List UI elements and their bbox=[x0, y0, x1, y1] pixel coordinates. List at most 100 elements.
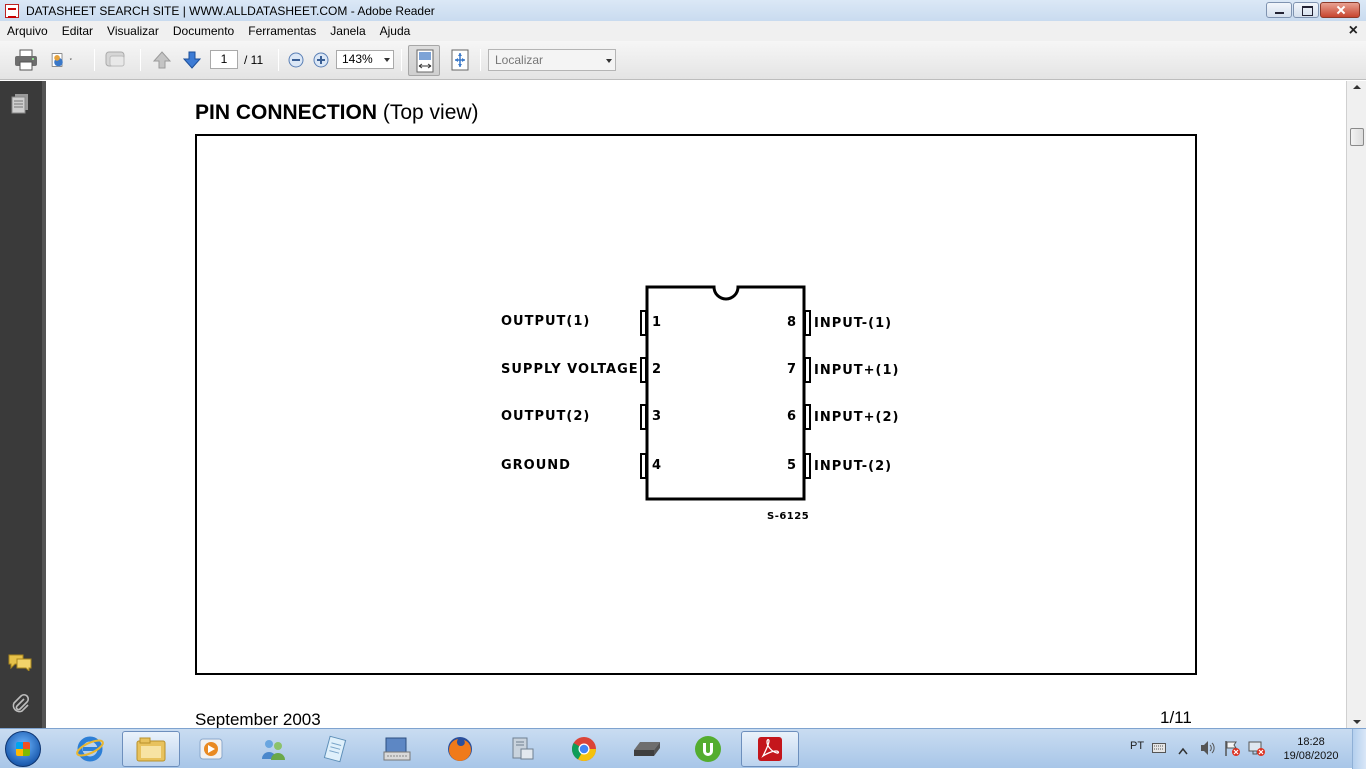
zoom-out-icon[interactable] bbox=[284, 48, 308, 72]
menu-janela[interactable]: Janela bbox=[330, 24, 366, 38]
show-hidden-icons-icon[interactable] bbox=[1178, 744, 1188, 758]
find-input[interactable]: Localizar bbox=[488, 49, 616, 71]
pages-icon[interactable] bbox=[10, 93, 30, 118]
scroll-thumb[interactable] bbox=[1350, 128, 1364, 146]
internet-explorer-taskbar-button[interactable] bbox=[61, 731, 119, 767]
pin-label-6: INPUT+(2) bbox=[814, 410, 900, 425]
attachment-icon[interactable] bbox=[10, 693, 30, 718]
chevron-down-icon bbox=[384, 58, 390, 62]
menu-documento[interactable]: Documento bbox=[172, 24, 235, 38]
firefox-icon bbox=[448, 737, 472, 761]
navigation-pane bbox=[0, 81, 42, 728]
system-clock[interactable]: 18:28 19/08/2020 bbox=[1280, 735, 1342, 763]
pin-number-2: 2 bbox=[652, 362, 662, 377]
on-screen-keyboard-taskbar-button[interactable] bbox=[368, 731, 426, 767]
zoom-value: 143% bbox=[342, 52, 373, 66]
adobe-reader-icon bbox=[758, 737, 782, 761]
pin-label-3: OUTPUT(2) bbox=[501, 409, 591, 424]
minimize-button[interactable] bbox=[1266, 2, 1292, 18]
heading-normal: (Top view) bbox=[377, 101, 479, 124]
people-taskbar-button[interactable] bbox=[244, 731, 302, 767]
maximize-button[interactable] bbox=[1293, 2, 1319, 18]
close-button[interactable] bbox=[1320, 2, 1360, 18]
pin-diagram-frame: OUTPUT(1) SUPPLY VOLTAGE OUTPUT(2) GROUN… bbox=[195, 134, 1197, 675]
print-icon[interactable] bbox=[14, 48, 38, 72]
vertical-scrollbar[interactable] bbox=[1346, 81, 1366, 728]
ic-package-drawing bbox=[640, 285, 811, 501]
notepad-icon bbox=[323, 735, 347, 763]
menu-bar: Arquivo Editar Visualizar Documento Ferr… bbox=[0, 21, 1366, 41]
taskbar: PT 18:28 19/08/2020 bbox=[0, 728, 1366, 769]
pin-number-3: 3 bbox=[652, 409, 662, 424]
firefox-taskbar-button[interactable] bbox=[431, 731, 489, 767]
adobe-reader-icon bbox=[5, 3, 19, 18]
clock-date: 19/08/2020 bbox=[1283, 750, 1339, 762]
pin-tab-1 bbox=[640, 310, 647, 336]
fit-width-button[interactable] bbox=[408, 45, 440, 76]
start-button[interactable] bbox=[5, 731, 41, 767]
comments-icon[interactable] bbox=[8, 653, 32, 674]
action-center-flag-icon[interactable] bbox=[1223, 739, 1241, 760]
pin-tab-6 bbox=[804, 404, 811, 430]
chip-body bbox=[645, 285, 806, 501]
notepad-taskbar-button[interactable] bbox=[306, 731, 364, 767]
pin-tab-4 bbox=[640, 453, 647, 479]
network-taskbar-button[interactable] bbox=[493, 731, 551, 767]
toolbar bbox=[0, 41, 1366, 80]
page-number-input[interactable]: 1 bbox=[210, 50, 238, 69]
find-placeholder: Localizar bbox=[495, 53, 544, 67]
footer-date: September 2003 bbox=[195, 710, 321, 728]
pin-tab-3 bbox=[640, 404, 647, 430]
virtual-drive-taskbar-button[interactable] bbox=[617, 731, 675, 767]
show-desktop-button[interactable] bbox=[1352, 729, 1366, 769]
pin-label-5: INPUT-(2) bbox=[814, 459, 893, 474]
menu-ferramentas[interactable]: Ferramentas bbox=[248, 24, 317, 38]
heading-bold: PIN CONNECTION bbox=[195, 101, 378, 124]
menu-visualizar[interactable]: Visualizar bbox=[107, 24, 159, 38]
comment-disabled-icon bbox=[104, 48, 128, 72]
fit-page-icon[interactable] bbox=[448, 48, 472, 72]
adobe-reader-taskbar-button[interactable] bbox=[741, 731, 799, 767]
title-bar: DATASHEET SEARCH SITE | WWW.ALLDATASHEET… bbox=[0, 0, 1366, 21]
scroll-down-icon[interactable] bbox=[1353, 720, 1361, 724]
keyboard-layout-icon[interactable] bbox=[1152, 742, 1166, 756]
chevron-down-icon[interactable] bbox=[606, 59, 612, 63]
utorrent-taskbar-button[interactable] bbox=[679, 731, 737, 767]
window-title: DATASHEET SEARCH SITE | WWW.ALLDATASHEET… bbox=[26, 3, 435, 18]
pin-label-4: GROUND bbox=[501, 458, 571, 473]
document-close-button[interactable]: × bbox=[1348, 22, 1358, 39]
scroll-up-icon[interactable] bbox=[1353, 85, 1361, 89]
pin-number-8: 8 bbox=[787, 315, 797, 330]
volume-icon[interactable] bbox=[1199, 740, 1217, 759]
clock-time: 18:28 bbox=[1297, 736, 1325, 748]
pin-number-1: 1 bbox=[652, 315, 662, 330]
language-indicator[interactable]: PT bbox=[1130, 740, 1145, 752]
pin-number-7: 7 bbox=[787, 362, 797, 377]
network-status-icon[interactable] bbox=[1248, 739, 1266, 760]
pin-number-5: 5 bbox=[787, 458, 797, 473]
zoom-select[interactable]: 143% bbox=[336, 50, 394, 69]
computer-icon bbox=[512, 737, 534, 760]
previous-page-icon[interactable] bbox=[150, 48, 174, 72]
next-page-icon[interactable] bbox=[180, 48, 204, 72]
chrome-taskbar-button[interactable] bbox=[555, 731, 613, 767]
share-icon[interactable] bbox=[50, 48, 74, 72]
pin-number-6: 6 bbox=[787, 409, 797, 424]
drive-icon bbox=[634, 742, 660, 756]
menu-arquivo[interactable]: Arquivo bbox=[7, 24, 48, 38]
fit-width-icon bbox=[416, 49, 434, 73]
utorrent-icon bbox=[695, 736, 721, 762]
chrome-icon bbox=[571, 737, 596, 762]
pin-label-2: SUPPLY VOLTAGE bbox=[501, 362, 639, 377]
zoom-in-icon[interactable] bbox=[309, 48, 333, 72]
media-player-taskbar-button[interactable] bbox=[182, 731, 240, 767]
file-explorer-taskbar-button[interactable] bbox=[122, 731, 180, 767]
menu-editar[interactable]: Editar bbox=[61, 24, 94, 38]
pin-tab-7 bbox=[804, 357, 811, 383]
keyboard-icon bbox=[383, 737, 411, 761]
pin-label-7: INPUT+(1) bbox=[814, 363, 900, 378]
menu-ajuda[interactable]: Ajuda bbox=[379, 24, 411, 38]
document-view[interactable]: PIN CONNECTION (Top view) OUTPUT(1) SUPP… bbox=[46, 81, 1346, 728]
pin-label-1: OUTPUT(1) bbox=[501, 314, 591, 329]
media-player-icon bbox=[199, 738, 223, 760]
